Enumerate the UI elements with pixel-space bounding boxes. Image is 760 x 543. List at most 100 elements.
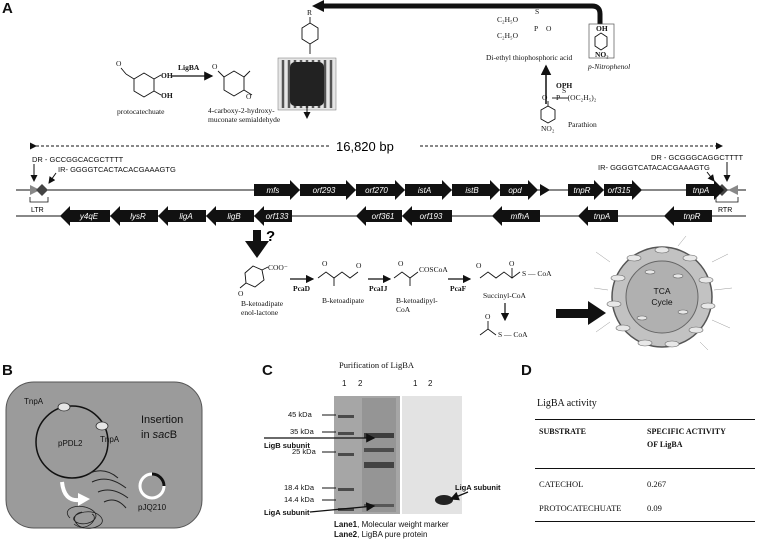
bottom-gene-arrow-orf133	[254, 206, 292, 226]
chromosome-tangle	[67, 505, 103, 529]
parathion-s: S	[562, 86, 566, 95]
substrate-o: O	[116, 59, 122, 68]
marker-35: 35 kDa	[290, 427, 315, 436]
acetyl-coa-structure	[479, 321, 497, 336]
lane-label-2: 2	[358, 379, 363, 388]
sc-scoa: S — CoA	[522, 269, 552, 278]
panel-d-letter: D	[521, 362, 532, 379]
plasmid-label: pPDL2	[58, 439, 83, 448]
insertion-label-2: in sacB	[141, 429, 177, 441]
pathway-question: ?	[266, 228, 275, 245]
ketoadipate-structure	[317, 271, 359, 286]
top-gene-label: istA	[418, 186, 431, 195]
c3-name-2: CoA	[396, 305, 411, 314]
parathion-structure	[540, 97, 568, 124]
ac-scoa: S — CoA	[498, 330, 528, 339]
table-row: CATECHOL 0.267	[535, 469, 755, 493]
ltr-label: LTR	[31, 207, 44, 214]
gel-right	[402, 396, 462, 514]
c1-name-2: enol-lactone	[241, 308, 279, 317]
lane-label-3: 1	[413, 379, 418, 388]
c1-name-1: B-ketoadipate	[241, 299, 284, 308]
tca-cycle-diagram: TCA Cycle	[593, 235, 733, 350]
sc-o-2: O	[509, 259, 515, 268]
top-gene-label: mfs	[267, 186, 280, 195]
col-activity-1: SPECIFIC ACTIVITY	[647, 427, 726, 436]
enol-o: O	[238, 289, 244, 298]
kad-o-2: O	[356, 261, 362, 270]
top-gene-label: istB	[465, 186, 479, 195]
bottom-gene-label: orf361	[372, 212, 395, 221]
enzyme-ligba: LigBA	[178, 63, 200, 72]
activity-table-title: LigBA activity	[537, 398, 597, 409]
c4-name: Succinyl-CoA	[483, 291, 526, 300]
bottom-gene-label: ligB	[227, 212, 241, 221]
top-gene-label: tnpA	[693, 186, 709, 195]
top-gene-arrow-orf315	[604, 180, 642, 200]
enzyme-pcaij: PcaIJ	[369, 284, 388, 293]
substrate-oh-2: OH	[161, 91, 173, 100]
top-gene-arrow-orf270	[356, 180, 405, 200]
nitrophenol-no2: NO₂	[595, 50, 609, 59]
table-row: PROTOCATECHUATE 0.09	[535, 493, 755, 521]
kac-coscoa: COSCoA	[419, 265, 448, 274]
tca-label-1: TCA	[654, 286, 671, 296]
table-header-row: SUBSTRATE SPECIFIC ACTIVITY OF LigBA	[535, 420, 755, 468]
right-dr: DR - GCGGGCAGGCTTTT	[651, 153, 743, 162]
enzyme-pcad: PcaD	[293, 284, 311, 293]
bottom-gene-label: tnpA	[594, 212, 610, 221]
top-gene-label: orf315	[608, 186, 631, 195]
nitrophenol-oh: OH	[596, 24, 608, 33]
top-gene-arrow-istA	[405, 180, 452, 200]
bottom-gene-label: orf133	[266, 212, 289, 221]
diethyl-formula-1: C₂H₅O	[497, 15, 519, 24]
bottom-gene-label: tnpR	[684, 212, 701, 221]
left-dr: DR - GCCGGCACGCTTTT	[32, 155, 124, 164]
lane-label-1: 1	[342, 379, 347, 388]
genome-size: 16,820 bp	[336, 139, 394, 154]
tnpa-label-2: TnpA	[100, 435, 120, 444]
top-gene-arrow-tnpA	[686, 180, 724, 200]
panel-b-diagram: TnpA TnpA pPDL2 pJQ210 Insertion in sacB	[5, 381, 203, 529]
marker-45: 45 kDa	[288, 410, 313, 419]
nitrophenol-name: p-Nitrophenol	[587, 62, 630, 71]
bottom-gene-label: mfhA	[511, 212, 530, 221]
top-gene-arrow-opd	[500, 180, 538, 200]
bottom-gene-arrow-ligB	[206, 206, 254, 226]
r-phenyl-structure	[301, 17, 319, 54]
top-gene-arrow-istB	[452, 180, 500, 200]
vector-label: pJQ210	[138, 503, 167, 512]
c3-name-1: B-ketoadipyl-	[396, 296, 438, 305]
marker-25: 25 kDa	[292, 447, 317, 456]
cell-body	[5, 381, 203, 529]
left-ir: IR- GGGGTCACTACACGAAAGTG	[58, 165, 176, 174]
parathion-no2: NO₂	[541, 124, 555, 133]
ltr-marker	[29, 184, 49, 203]
nitrophenol-box	[588, 23, 615, 59]
bottom-gene-label: lysR	[130, 212, 146, 221]
bottom-gene-arrow-orf361	[356, 206, 402, 226]
tnpa-label-1: TnpA	[24, 397, 44, 406]
row-activity: 0.09	[647, 503, 662, 513]
bottom-gene-label: orf193	[420, 212, 443, 221]
substrate-name: protocatechuate	[117, 107, 165, 116]
parathion-o: O	[542, 93, 548, 102]
membrane-channel	[277, 57, 337, 119]
tnpa-element-2	[95, 421, 109, 431]
diethyl-formula-2: C₂H₅O	[497, 31, 519, 40]
parathion-group: P—(OC₂H₅)₂	[556, 93, 597, 102]
bottom-gene-label: y4qE	[79, 212, 99, 221]
top-gene-label: orf293	[313, 186, 336, 195]
marker-14: 14.4 kDa	[284, 495, 315, 504]
activity-table: SUBSTRATE SPECIFIC ACTIVITY OF LigBA CAT…	[535, 419, 755, 522]
top-gene-arrow-tnpR	[568, 180, 604, 200]
tca-label-2: Cycle	[651, 297, 673, 307]
panel-b-letter: B	[2, 362, 13, 379]
plasmid-ppdl2	[35, 405, 109, 479]
col-activity-2: OF LigBA	[647, 440, 683, 449]
bottom-gene-arrow-tnpA	[578, 206, 618, 226]
kad-o: O	[322, 259, 328, 268]
lane-legend-1: Lane1, Molecular weight marker	[334, 520, 449, 529]
